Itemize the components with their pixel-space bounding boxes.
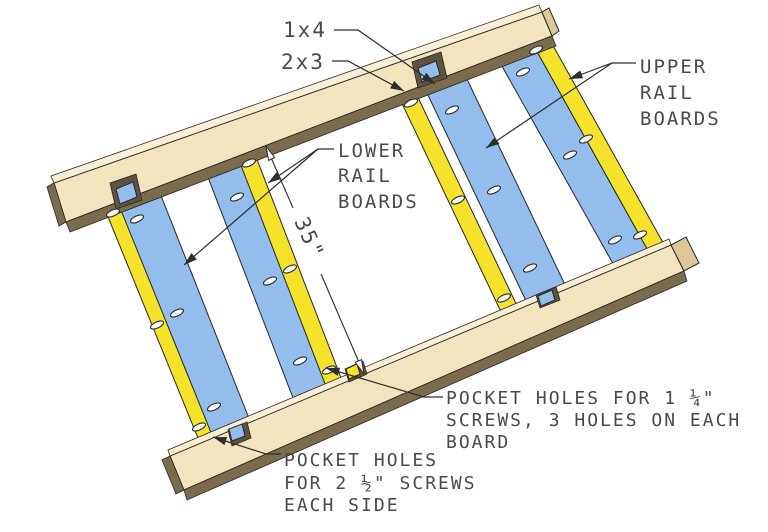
pocket-hole bbox=[262, 276, 278, 286]
pocket-hole bbox=[105, 208, 121, 218]
label-2x3: 2x3 bbox=[281, 50, 325, 74]
pocket-holes bbox=[105, 45, 648, 432]
leader-upper-rail-a bbox=[568, 62, 636, 80]
pocket-hole bbox=[292, 356, 308, 366]
label-pocket-small-3: BOARD bbox=[446, 432, 510, 453]
label-upper-rail-3: BOARDS bbox=[640, 108, 721, 130]
leader-lines bbox=[183, 29, 636, 455]
label-pocket-large-2: FOR 2 ½" SCREWS bbox=[284, 473, 477, 494]
pocket-hole bbox=[149, 320, 165, 330]
pocket-hole bbox=[607, 235, 623, 245]
annotations: 1x4 2x3 UPPER RAIL BOARDS LOWER RAIL BOA… bbox=[281, 18, 741, 516]
pocket-hole bbox=[229, 192, 245, 202]
label-pocket-large-3: EACH SIDE bbox=[284, 495, 400, 516]
leader-1x4 bbox=[334, 29, 436, 85]
pocket-hole bbox=[282, 264, 298, 274]
pocket-hole bbox=[191, 422, 207, 432]
board-tongue bbox=[537, 289, 556, 307]
leader-lower-rail-a bbox=[267, 148, 334, 184]
dimension-line-upper bbox=[265, 145, 294, 209]
pocket-hole bbox=[450, 195, 466, 205]
label-pocket-large-1: POCKET HOLES bbox=[284, 450, 438, 471]
leader-upper-rail-b bbox=[485, 62, 613, 149]
label-pocket-small-1: POCKET HOLES FOR 1 ¼" bbox=[446, 388, 716, 409]
leader-pocket-small bbox=[325, 367, 443, 398]
top-frame-top-face bbox=[50, 4, 543, 184]
bottom-frame-board bbox=[161, 236, 700, 501]
leader-2x3 bbox=[332, 60, 405, 92]
top-frame-board bbox=[46, 4, 560, 233]
label-pocket-small-2: SCREWS, 3 HOLES ON EACH bbox=[446, 410, 741, 431]
pocket-hole bbox=[562, 150, 578, 160]
pocket-hole bbox=[444, 105, 460, 115]
label-lower-rail-3: BOARDS bbox=[338, 191, 419, 213]
top-frame-underside bbox=[65, 35, 557, 233]
dimension-line-lower bbox=[320, 273, 365, 375]
pocket-hole bbox=[528, 45, 544, 55]
pocket-hole bbox=[403, 98, 419, 108]
bottom-frame-underside bbox=[183, 270, 688, 501]
leader-pocket-large bbox=[212, 436, 281, 455]
pocket-hole bbox=[169, 308, 185, 318]
board-tongue bbox=[228, 423, 246, 442]
top-frame-left-end bbox=[46, 182, 67, 227]
pocket-hole bbox=[522, 263, 538, 273]
top-frame-right-end bbox=[541, 7, 560, 37]
pocket-hole bbox=[129, 214, 145, 224]
label-dimension-35: 35" bbox=[289, 213, 329, 263]
pocket-hole bbox=[241, 158, 257, 168]
label-upper-rail-1: UPPER bbox=[640, 56, 707, 78]
bottom-frame-left-end bbox=[161, 455, 185, 495]
board-tongue bbox=[115, 181, 138, 205]
label-1x4: 1x4 bbox=[283, 18, 327, 42]
label-lower-rail-1: LOWER bbox=[338, 140, 405, 162]
label-upper-rail-2: RAIL bbox=[640, 82, 694, 104]
pocket-hole bbox=[486, 185, 502, 195]
label-lower-rail-2: RAIL bbox=[338, 165, 392, 187]
pocket-hole bbox=[632, 230, 648, 240]
leader-lower-rail-b bbox=[183, 148, 319, 266]
bottom-frame-right-end bbox=[670, 236, 700, 272]
pocket-hole bbox=[206, 402, 222, 412]
pocket-hole bbox=[578, 134, 594, 144]
pocket-hole bbox=[515, 67, 531, 77]
pocket-hole bbox=[496, 293, 512, 303]
